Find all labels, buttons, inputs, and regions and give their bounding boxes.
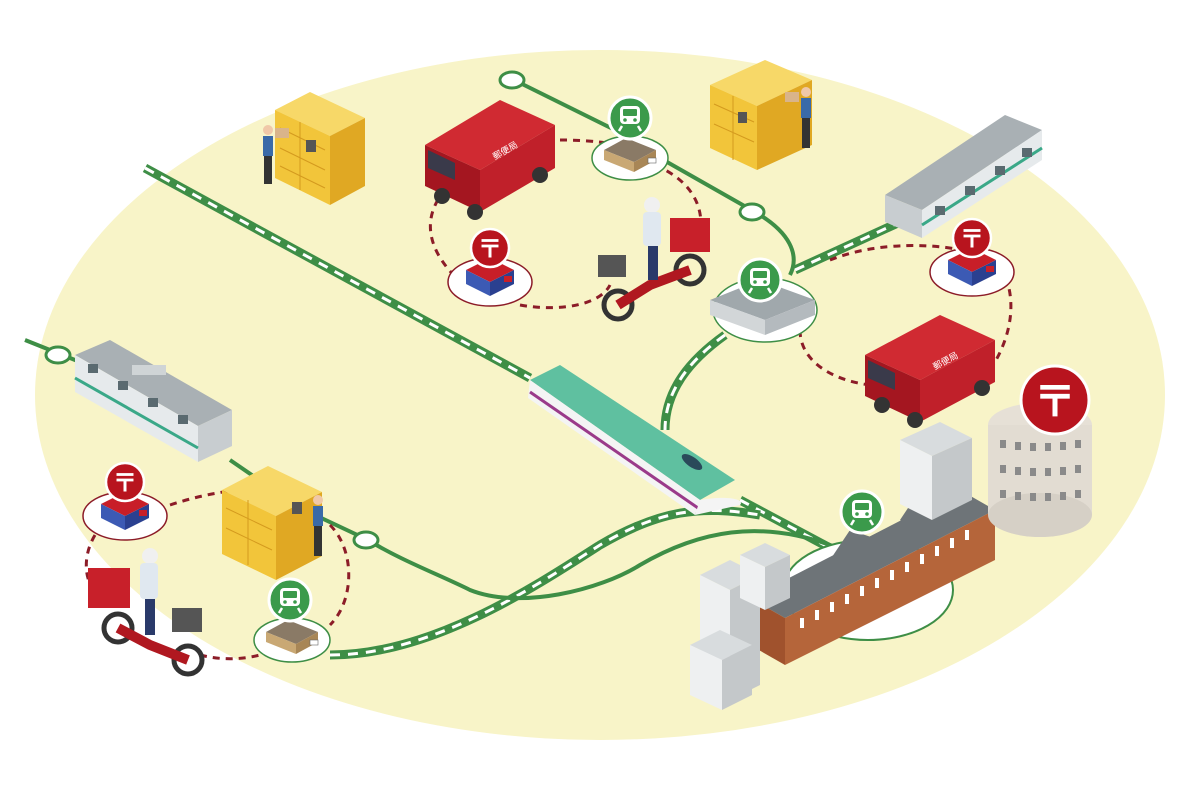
station-badge	[267, 577, 313, 623]
parcel-locker-top-left	[263, 92, 365, 205]
station-badge	[737, 257, 783, 303]
commuter-train-right	[885, 115, 1043, 238]
commuter-train-left	[74, 340, 232, 462]
delivery-van-right: 郵便局	[865, 315, 995, 428]
parcel-locker-bottom-left	[222, 466, 323, 580]
post-office-center: 〒	[447, 227, 533, 307]
courier-motorbike-left	[88, 548, 205, 677]
delivery-van-top: 郵便局	[425, 100, 555, 220]
post-mark-symbol: 〒	[113, 469, 137, 497]
courier-motorbike-center	[598, 197, 710, 322]
post-office-right: 〒	[929, 217, 1015, 297]
bullet-train	[528, 365, 741, 515]
post-mark	[1019, 364, 1091, 436]
station-badge	[839, 489, 885, 535]
post-mark-symbol: 〒	[1034, 377, 1076, 426]
station-badge	[607, 95, 653, 141]
post-mark-symbol: 〒	[478, 235, 502, 263]
office-towers	[690, 422, 972, 710]
post-mark-symbol: 〒	[960, 225, 984, 253]
post-headquarters-tower: 〒	[988, 364, 1092, 537]
post-office-left: 〒	[82, 461, 168, 541]
parcel-locker-top-right	[710, 60, 812, 170]
center-station	[710, 257, 818, 343]
